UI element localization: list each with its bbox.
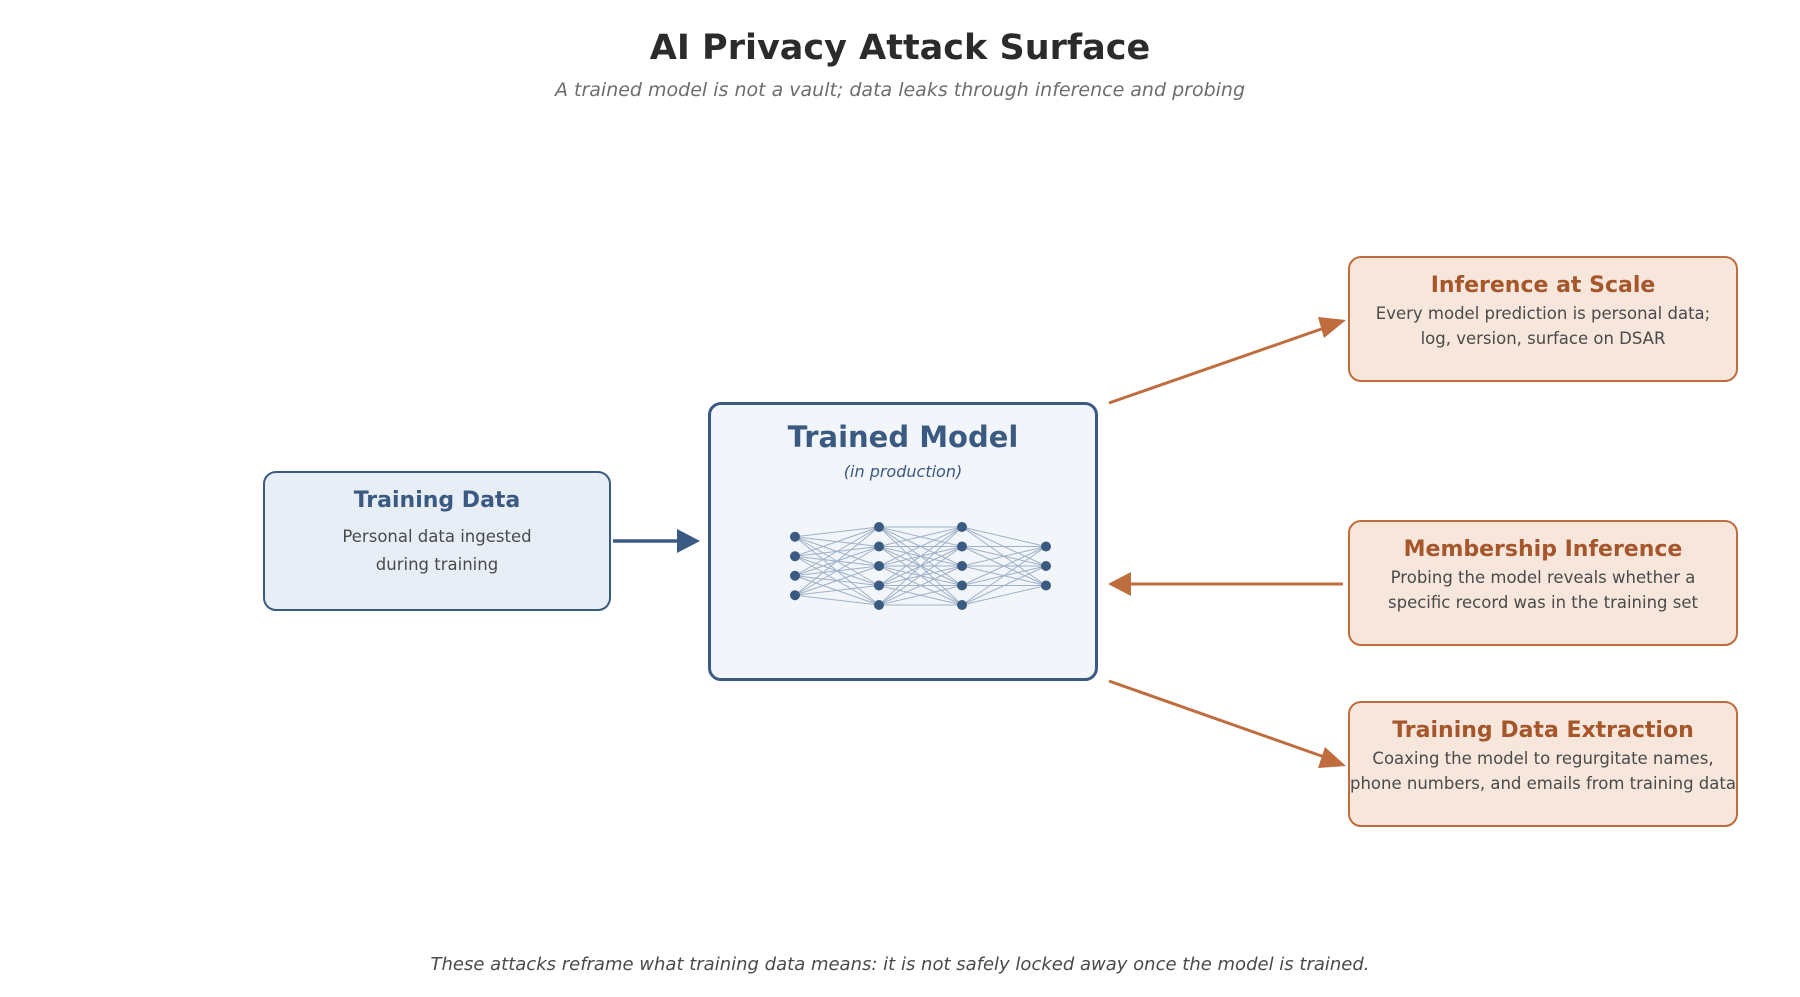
nn-node [957,561,967,571]
arrow-membership-to-model [1108,572,1343,596]
diagram-subtitle: A trained model is not a vault; data lea… [554,79,1246,101]
nn-node [957,580,967,591]
training-data-box: Training Data Personal data ingested dur… [263,471,611,611]
nn-connection [794,546,880,596]
nn-node [1041,580,1051,591]
nn-node [790,531,800,542]
nn-connection [794,526,880,557]
nn-node [874,580,884,591]
trained-model-subtitle: (in production) [843,462,963,481]
nn-connection [794,594,880,606]
training-data-desc-line1: Personal data ingested [342,527,532,546]
nn-connection [878,526,963,567]
arrow-training-to-model [613,529,700,553]
nn-node [874,600,884,610]
nn-connection [878,546,963,606]
nn-node [874,541,884,552]
neural-network-icon [790,522,1051,610]
nn-connection [878,526,963,606]
nn-node [957,541,967,552]
inference-at-scale-box: Inference at Scale Every model predictio… [1348,256,1738,382]
nn-node [957,522,967,532]
nn-connection [878,565,963,606]
nn-node [790,551,800,562]
inference-at-scale-title: Inference at Scale [1430,273,1656,298]
nn-connection [878,526,963,586]
membership-inference-desc-line2: specific record was in the training set [1388,593,1698,612]
nn-connection [794,526,880,538]
nn-node [874,561,884,571]
nn-connection [794,585,880,596]
nn-connection [961,565,1047,606]
nn-node [957,600,967,610]
diagram-footer: These attacks reframe what training data… [430,954,1370,975]
nn-connection [961,526,1047,547]
training-data-desc-line2: during training [375,555,499,574]
trained-model-box: Trained Model (in production) [708,402,1098,681]
training-data-title: Training Data [353,488,521,513]
arrow-model-to-inference [1108,317,1346,405]
membership-inference-box: Membership Inference Probing the model r… [1348,520,1738,646]
nn-node [1041,541,1051,552]
nn-connection [794,526,880,577]
nn-node [790,570,800,581]
training-data-extraction-desc-line1: Coaxing the model to regurgitate names, [1372,749,1714,768]
nn-node [1041,561,1051,571]
arrow-model-to-extraction [1108,679,1346,768]
nn-connection [794,565,880,596]
training-data-extraction-desc-line2: phone numbers, and emails from training … [1350,774,1736,793]
nn-node [790,590,800,601]
membership-inference-desc-line1: Probing the model reveals whether a [1390,568,1696,587]
inference-at-scale-desc-line2: log, version, surface on DSAR [1420,329,1666,348]
trained-model-title: Trained Model [787,420,1019,454]
nn-node [874,522,884,532]
nn-connection [878,526,963,547]
diagram-title: AI Privacy Attack Surface [649,28,1151,68]
nn-connection [794,526,880,596]
inference-at-scale-desc-line1: Every model prediction is personal data; [1375,304,1711,323]
nn-connection [961,546,1047,567]
nn-connection [961,546,1047,606]
training-data-extraction-title: Training Data Extraction [1392,718,1694,743]
nn-connection [961,585,1047,606]
nn-connection [961,546,1047,586]
membership-inference-title: Membership Inference [1403,537,1683,562]
training-data-extraction-box: Training Data Extraction Coaxing the mod… [1348,701,1738,827]
nn-connection [878,585,963,606]
